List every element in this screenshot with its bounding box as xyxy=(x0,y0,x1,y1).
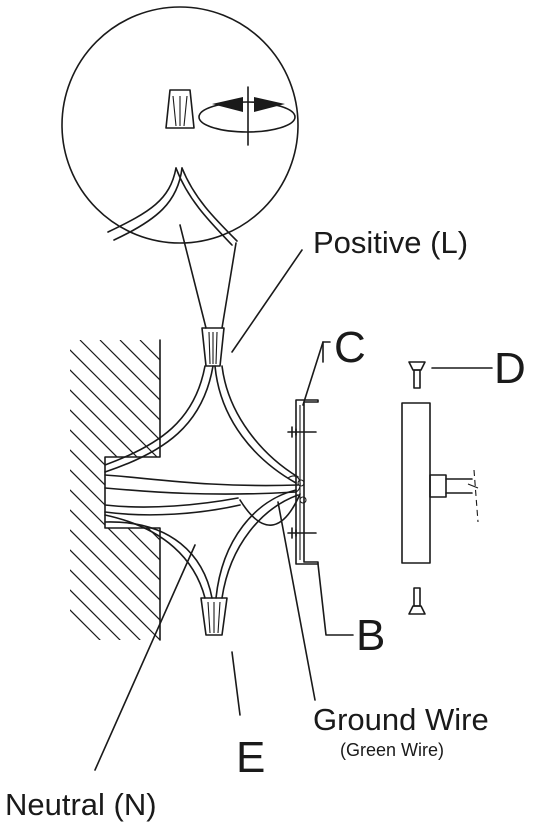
leader-c xyxy=(322,341,331,363)
label-c: C xyxy=(334,323,366,372)
label-d: D xyxy=(494,344,526,393)
fixture-plate xyxy=(401,402,479,564)
label-e: E xyxy=(236,733,265,782)
label-green-wire: (Green Wire) xyxy=(340,740,444,760)
leader-e xyxy=(231,651,241,716)
fixture-screw-top xyxy=(408,361,426,389)
label-neutral: Neutral (N) xyxy=(5,787,157,822)
magnified-detail xyxy=(61,6,299,246)
twist-arrow-icon xyxy=(198,86,296,146)
wire-nut-top xyxy=(201,327,225,367)
bracket-screw-bottom xyxy=(287,527,317,539)
leader-ground xyxy=(277,501,316,701)
wires xyxy=(104,365,301,599)
fixture-screw-bottom xyxy=(408,587,426,615)
leader-neutral xyxy=(94,544,196,771)
label-positive: Positive (L) xyxy=(313,225,468,260)
label-b: B xyxy=(356,611,385,660)
mounting-bracket xyxy=(287,399,319,565)
leader-positive xyxy=(231,249,303,353)
leader-b xyxy=(317,563,354,636)
wall-hatch xyxy=(70,339,161,641)
wire-nut-bottom xyxy=(200,597,228,636)
wire-nut-icon xyxy=(165,89,195,129)
bracket-screw-top xyxy=(287,426,317,438)
label-ground-wire: Ground Wire xyxy=(313,702,489,737)
